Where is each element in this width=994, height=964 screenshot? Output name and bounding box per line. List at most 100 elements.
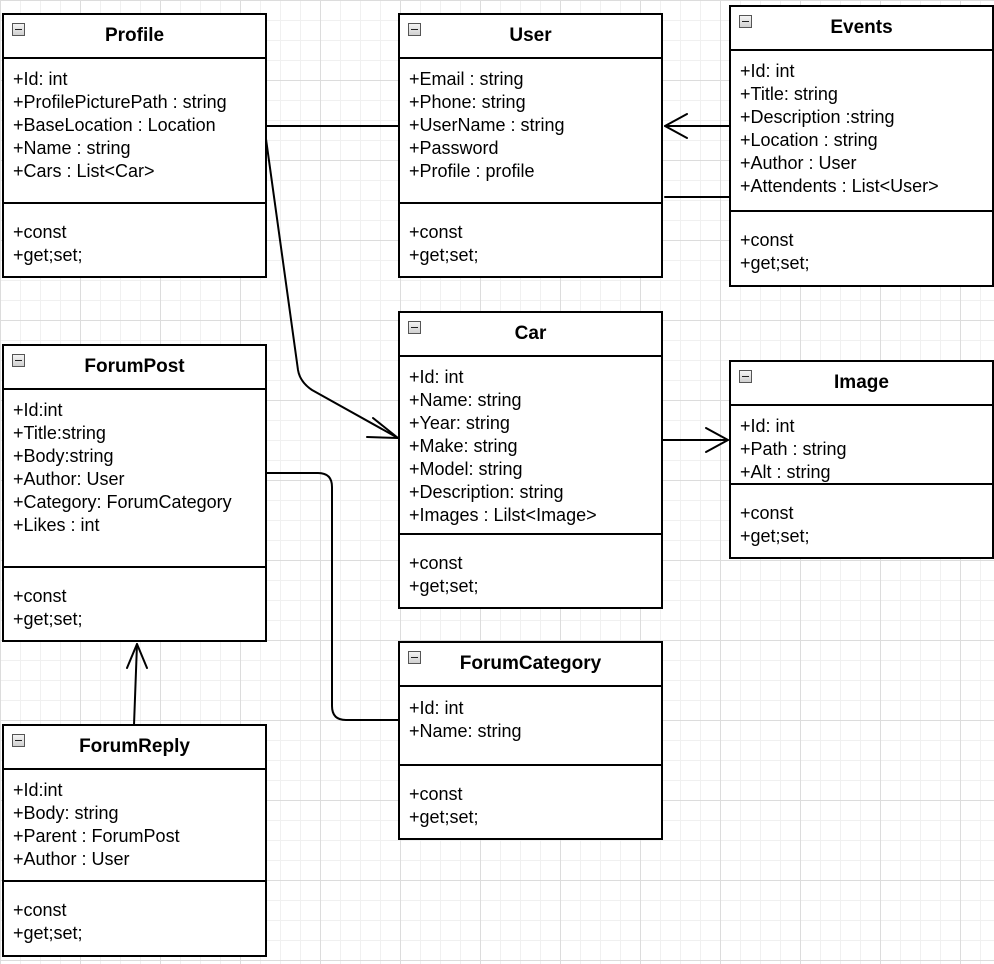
collapse-icon[interactable] <box>408 321 421 334</box>
class-image[interactable]: Image +Id: int +Path : string +Alt : str… <box>729 360 994 559</box>
method-list: +const +get;set; <box>409 783 657 829</box>
class-user[interactable]: User +Email : string +Phone: string +Use… <box>398 13 663 278</box>
compartment-divider <box>4 202 265 204</box>
attribute: +Name: string <box>409 721 522 741</box>
arrowhead-forumreply-forumpost <box>126 643 148 669</box>
method: +const <box>409 222 463 242</box>
method: +get;set; <box>409 576 479 596</box>
class-header: ForumCategory <box>400 643 661 687</box>
attribute: +Body:string <box>13 446 114 466</box>
method: +const <box>740 503 794 523</box>
connector-forumreply-forumpost <box>133 643 138 726</box>
attribute: +Email : string <box>409 69 524 89</box>
attribute: +Location : string <box>740 130 878 150</box>
class-header: Car <box>400 313 661 357</box>
method: +get;set; <box>740 526 810 546</box>
attribute: +Description :string <box>740 107 895 127</box>
compartment-divider <box>400 533 661 535</box>
attribute: +Id: int <box>13 69 68 89</box>
attribute: +Attendents : List<User> <box>740 176 939 196</box>
method: +const <box>13 222 67 242</box>
arrowhead-events-user <box>664 113 688 139</box>
method: +const <box>13 900 67 920</box>
method: +const <box>409 553 463 573</box>
class-header: Profile <box>4 15 265 59</box>
collapse-icon[interactable] <box>12 354 25 367</box>
method: +get;set; <box>13 245 83 265</box>
attribute: +Body: string <box>13 803 119 823</box>
collapse-icon[interactable] <box>408 651 421 664</box>
attribute: +Parent : ForumPost <box>13 826 180 846</box>
attribute: +Path : string <box>740 439 847 459</box>
attribute: +Description: string <box>409 482 564 502</box>
method-list: +const +get;set; <box>409 552 657 598</box>
class-name: Events <box>830 17 893 38</box>
class-profile[interactable]: Profile +Id: int +ProfilePicturePath : s… <box>2 13 267 278</box>
method: +const <box>409 784 463 804</box>
class-forumreply[interactable]: ForumReply +Id:int +Body: string +Parent… <box>2 724 267 957</box>
class-header: Image <box>731 362 992 406</box>
attribute: +Name: string <box>409 390 522 410</box>
attribute-list: +Email : string +Phone: string +UserName… <box>409 68 657 183</box>
attribute: +Year: string <box>409 413 510 433</box>
compartment-divider <box>731 210 992 212</box>
attribute-list: +Id: int +Path : string +Alt : string <box>740 415 988 484</box>
attribute: +Make: string <box>409 436 518 456</box>
attribute: +Author : User <box>740 153 857 173</box>
class-header: ForumReply <box>4 726 265 770</box>
connector-profile-car <box>265 138 399 439</box>
compartment-divider <box>731 483 992 485</box>
class-forumcategory[interactable]: ForumCategory +Id: int +Name: string +co… <box>398 641 663 840</box>
attribute: +Title: string <box>740 84 838 104</box>
method: +get;set; <box>409 245 479 265</box>
attribute-list: +Id: int +Name: string <box>409 697 657 743</box>
collapse-icon[interactable] <box>739 370 752 383</box>
attribute: +Cars : List<Car> <box>13 161 155 181</box>
method-list: +const +get;set; <box>740 502 988 548</box>
method: +get;set; <box>409 807 479 827</box>
collapse-icon[interactable] <box>12 23 25 36</box>
attribute: +Id: int <box>740 61 795 81</box>
arrowhead-profile-car <box>366 417 399 439</box>
attribute: +ProfilePicturePath : string <box>13 92 227 112</box>
class-car[interactable]: Car +Id: int +Name: string +Year: string… <box>398 311 663 609</box>
method-list: +const +get;set; <box>13 221 261 267</box>
class-name: ForumReply <box>79 736 190 757</box>
collapse-icon[interactable] <box>408 23 421 36</box>
collapse-icon[interactable] <box>739 15 752 28</box>
method: +get;set; <box>13 923 83 943</box>
attribute: +UserName : string <box>409 115 565 135</box>
method-list: +const +get;set; <box>13 585 261 631</box>
method: +get;set; <box>13 609 83 629</box>
attribute: +Author: User <box>13 469 125 489</box>
attribute-list: +Id:int +Body: string +Parent : ForumPos… <box>13 779 261 871</box>
attribute: +Id: int <box>409 698 464 718</box>
method-list: +const +get;set; <box>409 221 657 267</box>
attribute-list: +Id: int +Name: string +Year: string +Ma… <box>409 366 657 527</box>
attribute: +Id:int <box>13 780 63 800</box>
class-forumpost[interactable]: ForumPost +Id:int +Title:string +Body:st… <box>2 344 267 642</box>
attribute: +Name : string <box>13 138 131 158</box>
attribute: +Category: ForumCategory <box>13 492 232 512</box>
attribute: +Author : User <box>13 849 130 869</box>
attribute: +Password <box>409 138 499 158</box>
attribute: +Model: string <box>409 459 523 479</box>
connector-forumpost-forumcategory <box>265 472 399 721</box>
method: +const <box>13 586 67 606</box>
method-list: +const +get;set; <box>13 899 261 945</box>
attribute: +Id: int <box>740 416 795 436</box>
compartment-divider <box>400 764 661 766</box>
class-header: Events <box>731 7 992 51</box>
attribute-list: +Id: int +Title: string +Description :st… <box>740 60 988 198</box>
method-list: +const +get;set; <box>740 229 988 275</box>
attribute: +BaseLocation : Location <box>13 115 216 135</box>
attribute: +Alt : string <box>740 462 831 482</box>
compartment-divider <box>4 880 265 882</box>
class-events[interactable]: Events +Id: int +Title: string +Descript… <box>729 5 994 287</box>
attribute: +Phone: string <box>409 92 526 112</box>
method: +const <box>740 230 794 250</box>
attribute: +Title:string <box>13 423 106 443</box>
class-header: User <box>400 15 661 59</box>
collapse-icon[interactable] <box>12 734 25 747</box>
arrowhead-car-image <box>705 427 729 453</box>
